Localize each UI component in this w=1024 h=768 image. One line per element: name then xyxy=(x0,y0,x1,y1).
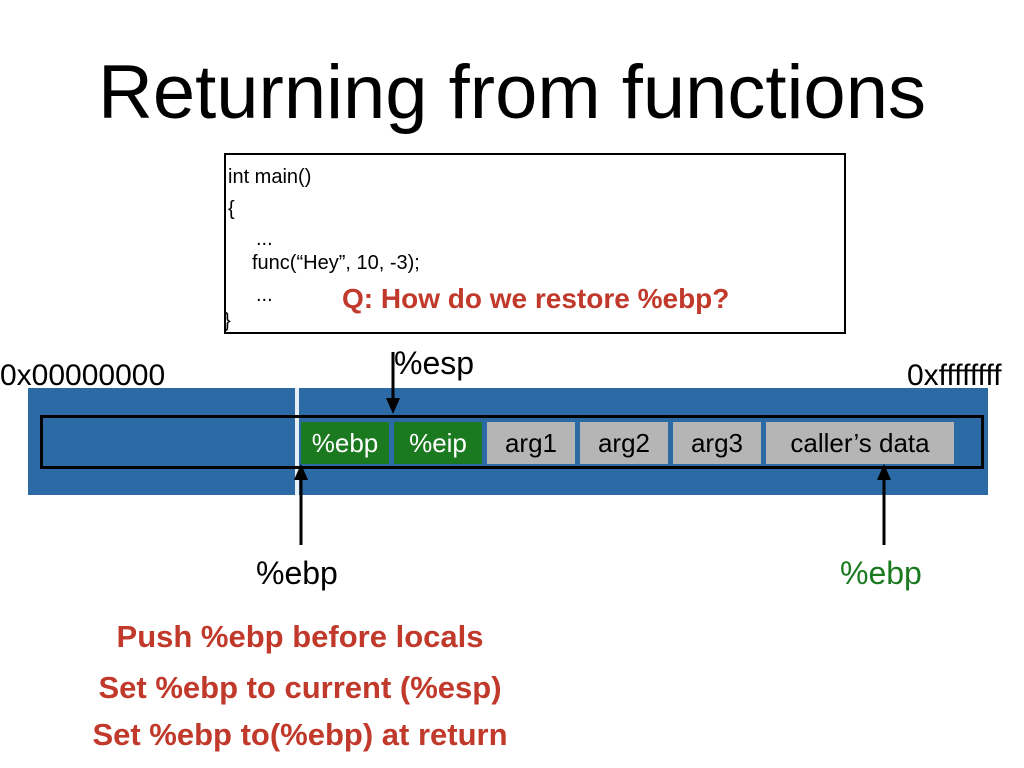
stack-frame-outline xyxy=(40,415,984,469)
stack-cell-callers-data: caller’s data xyxy=(766,422,954,464)
code-line: int main() xyxy=(228,166,312,188)
ebp-saved-pointer-label: %ebp xyxy=(840,555,922,591)
ebp-current-pointer-label: %ebp xyxy=(256,555,338,591)
slide-title: Returning from functions xyxy=(98,50,926,135)
stack-cell-arg3: arg3 xyxy=(673,422,761,464)
question-text: Q: How do we restore %ebp? xyxy=(342,283,730,314)
code-line: { xyxy=(228,198,235,220)
note-set-ebp-current: Set %ebp to current (%esp) xyxy=(98,670,502,705)
address-high-label: 0xffffffff xyxy=(907,359,1002,392)
stack-cell-saved-ebp: %ebp xyxy=(301,422,389,464)
code-line: ... xyxy=(256,228,273,250)
code-line: } xyxy=(224,310,231,332)
address-low-label: 0x00000000 xyxy=(0,359,166,392)
code-box: int main() { ... func(“Hey”, 10, -3); ..… xyxy=(224,153,846,334)
code-line: ... xyxy=(256,284,273,306)
note-push-ebp: Push %ebp before locals xyxy=(116,619,484,654)
stack-cell-arg2: arg2 xyxy=(580,422,668,464)
stack-cell-arg1: arg1 xyxy=(487,422,575,464)
stack-cell-eip: %eip xyxy=(394,422,482,464)
note-restore-ebp: Set %ebp to(%ebp) at return xyxy=(92,717,508,752)
esp-pointer-label: %esp xyxy=(394,345,475,381)
code-line: func(“Hey”, 10, -3); xyxy=(252,252,420,274)
stack-divider xyxy=(295,388,299,495)
